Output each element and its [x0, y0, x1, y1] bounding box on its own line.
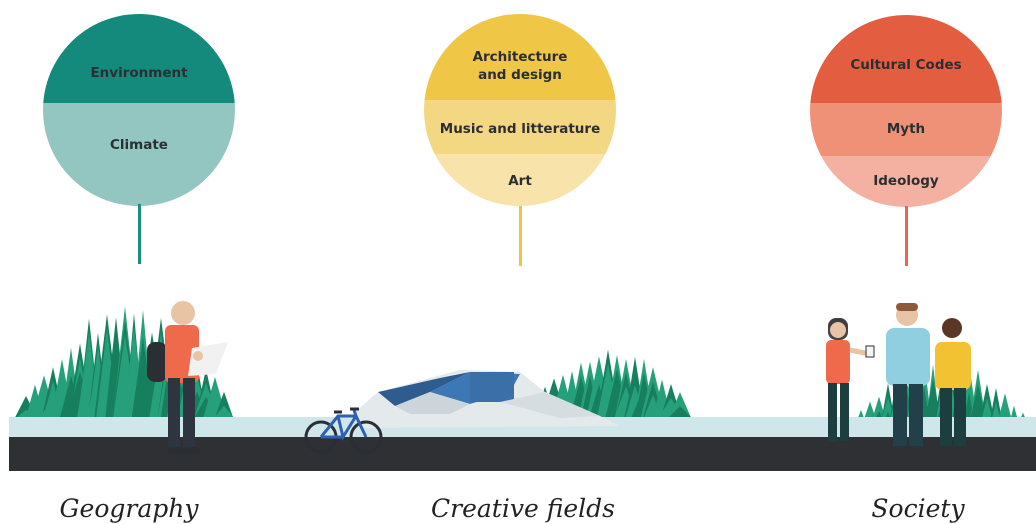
- road: [9, 437, 1036, 471]
- geography-layer-0: [43, 14, 235, 103]
- society-layer-1: [810, 103, 1002, 156]
- tree-shape: [668, 392, 692, 418]
- traveler-illustration: [147, 301, 228, 455]
- society-layer-2-text: Ideology: [873, 173, 939, 189]
- society-layer-0-text: Cultural Codes: [850, 57, 961, 73]
- society-label: Society: [871, 494, 965, 523]
- creative-layer-0-text: and design: [478, 67, 562, 83]
- creative-layer-0-text: Architecture: [473, 49, 568, 65]
- people-group-illustration: [826, 303, 971, 446]
- creative-layer-1-text: Music and litterature: [440, 121, 600, 137]
- ground-strip: [9, 417, 1036, 437]
- geography-label: Geography: [59, 494, 199, 523]
- bicycle-illustration: [304, 407, 383, 454]
- creative-layer-1: [424, 100, 616, 154]
- tree-shape: [213, 405, 235, 418]
- geography-layer-0-text: Environment: [90, 65, 188, 81]
- opera-building-illustration: [355, 370, 620, 428]
- geography-layer-1-text: Climate: [110, 137, 168, 153]
- geography-stem: [138, 204, 141, 264]
- society-stem: [905, 206, 908, 266]
- creative-fields-stem: [519, 206, 522, 266]
- creative-layer-2-text: Art: [508, 173, 532, 189]
- geography-layer-1: [43, 103, 235, 206]
- society-layer-1-text: Myth: [887, 121, 925, 137]
- creative-fields-label: Creative fields: [431, 494, 615, 523]
- tree-shape: [668, 406, 692, 418]
